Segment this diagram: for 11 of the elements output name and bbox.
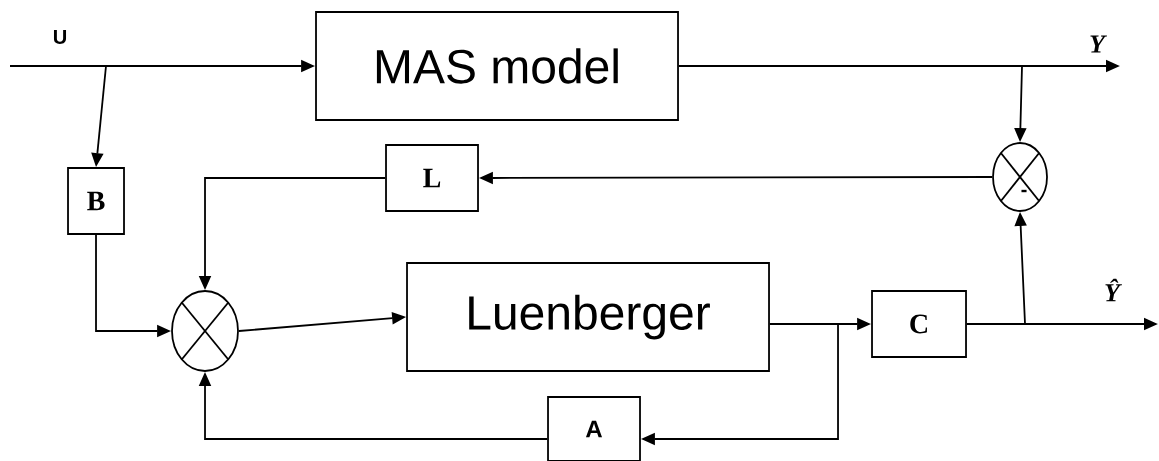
observer-block: Luenberger xyxy=(406,262,770,372)
signal-label: U xyxy=(54,30,66,44)
gain-block: B xyxy=(67,167,125,235)
gain-block: L xyxy=(385,144,479,212)
signal-label: Ŷ xyxy=(1105,278,1122,302)
signal-label: Y xyxy=(1090,35,1107,53)
gain-block: C xyxy=(871,290,967,358)
summing-junction xyxy=(171,290,239,372)
summing-junction: - xyxy=(992,142,1048,212)
model-block: MAS model xyxy=(315,11,679,121)
gain-block: A xyxy=(547,396,641,461)
